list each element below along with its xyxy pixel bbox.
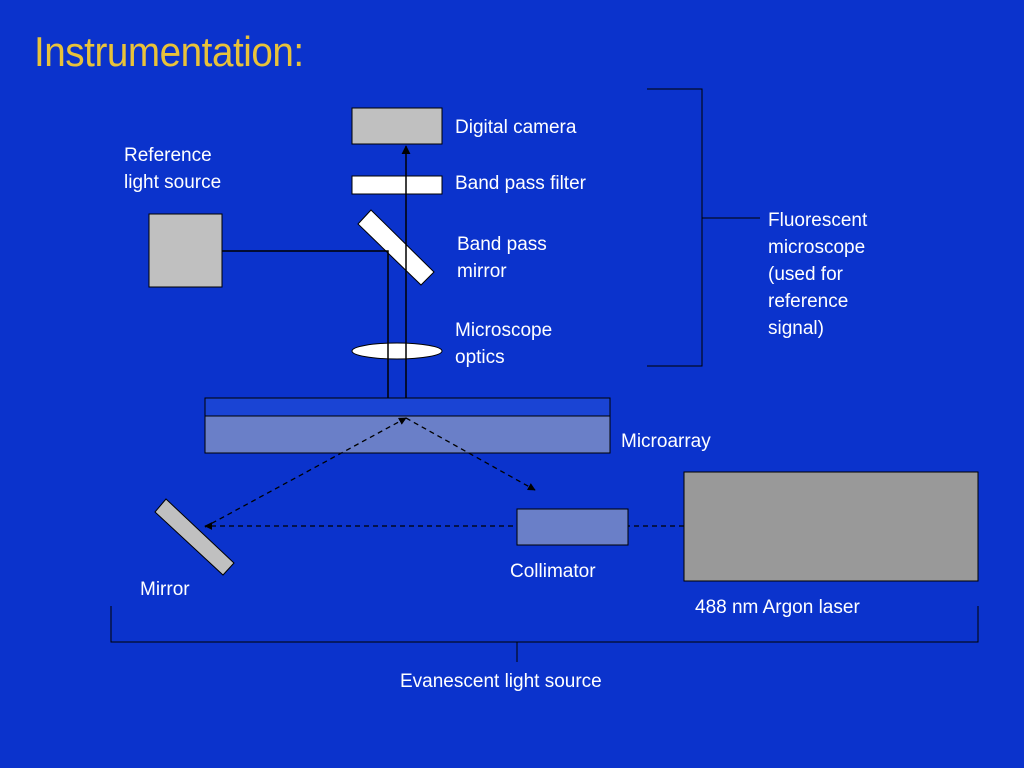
fluorescent-microscope-label-line2: microscope	[768, 237, 866, 258]
slide-title: Instrumentation:	[34, 28, 304, 75]
fluorescent-microscope-label-line5: signal)	[768, 318, 824, 339]
mirror-shape	[154, 498, 235, 576]
band-pass-mirror-label-line1: Band pass	[457, 234, 547, 255]
reference-beam-path	[222, 250, 393, 415]
reference-light-source-label-line2: light source	[124, 172, 222, 193]
reference-light-source-box	[148, 213, 223, 288]
microarray-slide	[204, 415, 611, 454]
microscope-optics-lens	[351, 342, 443, 360]
reference-light-source-label-line1: Reference	[124, 145, 212, 166]
digital-camera-label: Digital camera	[455, 117, 577, 138]
band-pass-filter-box	[351, 175, 443, 195]
fluorescent-microscope-bracket	[647, 88, 760, 367]
dashed-beam-reflect-down	[405, 417, 536, 491]
microarray-top-layer	[204, 397, 611, 417]
fluorescent-microscope-label-line4: reference	[768, 291, 849, 312]
mirror-label: Mirror	[140, 579, 190, 600]
band-pass-mirror-label-line2: mirror	[457, 261, 507, 282]
collimator-box	[516, 508, 629, 546]
microarray-label: Microarray	[621, 431, 711, 452]
fluorescent-microscope-label-line1: Fluorescent	[768, 210, 868, 231]
band-pass-mirror-shape	[357, 209, 435, 286]
band-pass-filter-label: Band pass filter	[455, 173, 586, 194]
microscope-optics-label-line1: Microscope	[455, 320, 553, 341]
evanescent-source-bracket	[110, 606, 979, 662]
collimator-label: Collimator	[510, 561, 596, 582]
argon-laser-label: 488 nm Argon laser	[695, 597, 860, 618]
fluorescent-microscope-label-line3: (used for	[768, 264, 843, 285]
argon-laser-box	[683, 471, 979, 582]
dashed-beam-to-mirror	[204, 417, 407, 528]
digital-camera-box	[351, 107, 443, 145]
microscope-optics-label-line2: optics	[455, 347, 505, 368]
evanescent-light-source-label: Evanescent light source	[400, 671, 602, 692]
